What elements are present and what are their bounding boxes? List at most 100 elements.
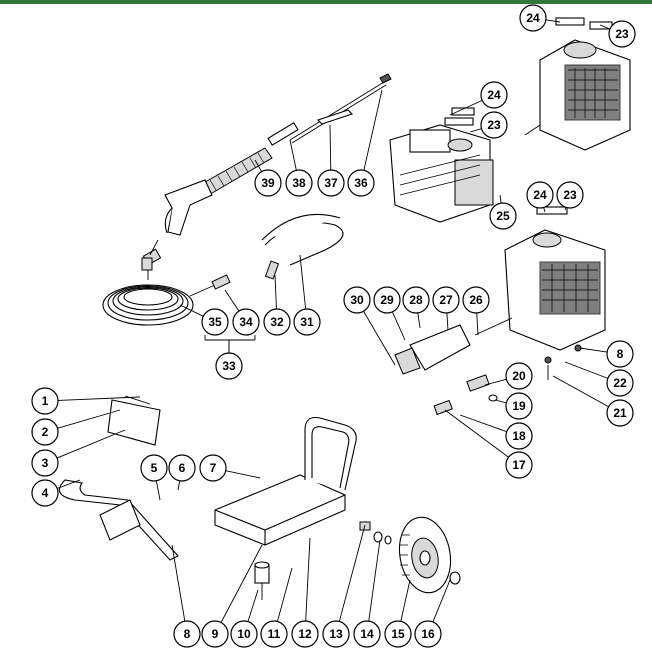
callout-bubble [215, 352, 243, 380]
callout-38: 38 [285, 139, 313, 197]
callout-number: 15 [391, 627, 405, 641]
callout-number: 19 [512, 399, 526, 413]
callout-bubble [31, 449, 59, 477]
callout-bubble [254, 169, 282, 197]
window-top-bar [0, 0, 652, 4]
callout-bubble [373, 286, 401, 314]
callout-number: 24 [533, 188, 547, 202]
leader-line [274, 274, 277, 310]
callout-12: 12 [291, 537, 319, 648]
leader-line [484, 378, 507, 386]
leader-line [224, 289, 240, 312]
callout-13: 13 [322, 524, 366, 648]
callout-number: 6 [179, 461, 186, 475]
leader-line [177, 480, 181, 491]
leader-line [579, 347, 608, 353]
callout-bubble [526, 181, 554, 209]
callout-bubble [263, 308, 291, 336]
callout-29: 29 [373, 286, 406, 341]
callout-6: 6 [168, 454, 196, 491]
spray-gun-assembly [142, 73, 392, 266]
leader-line [564, 361, 609, 379]
callout-number: 27 [439, 293, 453, 307]
leader-line [171, 544, 186, 622]
callout-30: 30 [343, 286, 396, 366]
leader-line [368, 539, 381, 622]
callout-number: 30 [350, 293, 364, 307]
callout-bubble [140, 454, 168, 482]
callout-bubble [322, 620, 350, 648]
callout-bubble [505, 451, 533, 479]
leader-line [444, 409, 509, 458]
callout-number: 21 [613, 406, 627, 420]
leader-line [446, 312, 449, 331]
callout-15: 15 [384, 579, 412, 648]
leader-line [391, 311, 406, 341]
callout-bubble [505, 362, 533, 390]
handle-bar [58, 395, 179, 561]
leader-line [57, 479, 81, 489]
callout-number: 12 [298, 627, 312, 641]
callout-number: 17 [512, 458, 526, 472]
callout-bubble [462, 286, 490, 314]
frame-base [214, 416, 357, 600]
leader-line [363, 89, 383, 171]
callout-bubble [432, 286, 460, 314]
leader-line [449, 99, 483, 116]
callout-number: 31 [300, 315, 314, 329]
callout-22: 22 [564, 361, 634, 397]
leader-line [56, 429, 126, 459]
leader-line [289, 139, 297, 171]
callout-bubble [606, 340, 634, 368]
leader-line [57, 409, 121, 429]
callout-bubble [480, 81, 508, 109]
callout-number: 4 [42, 486, 49, 500]
callout-17: 17 [444, 409, 533, 479]
wheel [359, 516, 461, 594]
callout-24: 24 [526, 181, 554, 213]
engine-pump-assembly [394, 206, 606, 416]
leader-line [417, 312, 421, 329]
leader-line [459, 414, 507, 433]
leader-line [552, 375, 609, 408]
leader-line [225, 470, 261, 479]
callout-bubble [173, 620, 201, 648]
callout-31: 31 [293, 254, 321, 336]
callout-21: 21 [552, 375, 634, 427]
leader-line [494, 399, 507, 404]
callout-bubble [489, 202, 517, 230]
callout-number: 2 [42, 425, 49, 439]
callout-number: 20 [512, 369, 526, 383]
callout-33: 33 [215, 340, 243, 380]
callout-bubble [606, 399, 634, 427]
callout-3: 3 [31, 429, 126, 477]
leader-line [329, 124, 332, 171]
callout-number: 18 [512, 429, 526, 443]
callout-bubble [260, 620, 288, 648]
callout-number: 13 [329, 627, 343, 641]
callout-11: 11 [260, 567, 293, 648]
callout-23: 23 [599, 20, 636, 48]
callout-bubble [606, 369, 634, 397]
callout-bubble [414, 620, 442, 648]
leader-line [543, 207, 546, 213]
leader-line [545, 19, 561, 23]
callout-number: 24 [526, 11, 540, 25]
callout-number: 25 [496, 209, 510, 223]
callout-bubble [31, 418, 59, 446]
callout-5: 5 [140, 454, 168, 501]
callout-number: 16 [421, 627, 435, 641]
leader-line [599, 24, 611, 30]
callout-bubble [291, 620, 319, 648]
leader-line [57, 396, 141, 401]
callout-39: 39 [254, 159, 282, 197]
callout-number: 5 [151, 461, 158, 475]
callout-number: 29 [380, 293, 394, 307]
engine-front-view [389, 107, 494, 223]
leader-line [476, 312, 479, 336]
callout-number: 23 [563, 188, 577, 202]
hose-assembly [102, 257, 256, 352]
leader-line [220, 544, 263, 623]
leader-line [179, 304, 204, 317]
